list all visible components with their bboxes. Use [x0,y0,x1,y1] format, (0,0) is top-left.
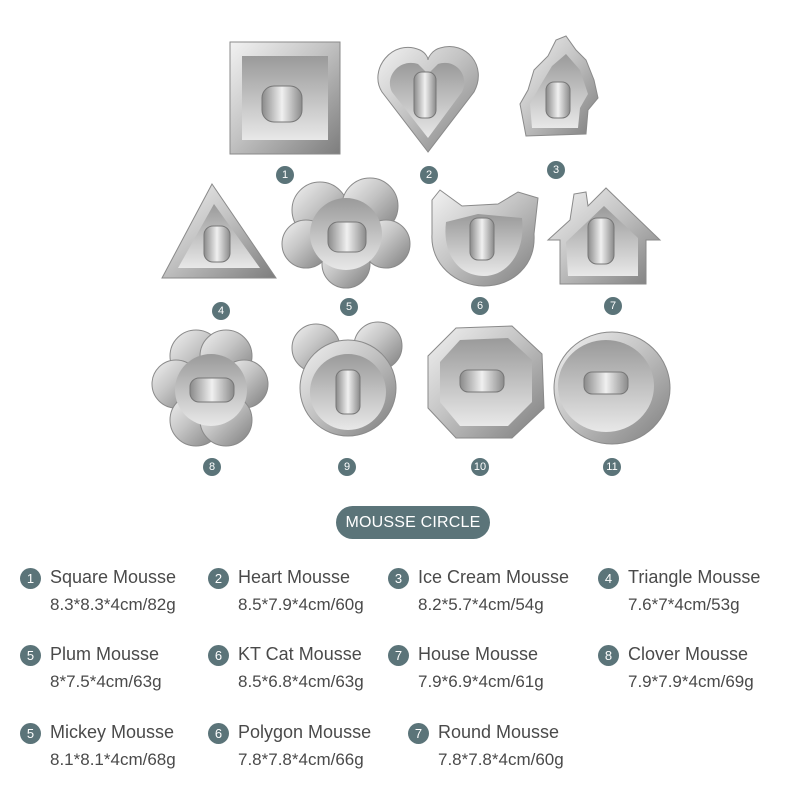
item-number-badge: 3 [388,568,409,589]
item-spec: 8.3*8.3*4cm/82g [50,595,176,614]
item-number-badge: 6 [208,645,229,666]
item-number-badge: 8 [598,645,619,666]
item-spec: 8.5*7.9*4cm/60g [238,595,364,614]
item-number-badge: 7 [408,723,429,744]
item-spec: 8.1*8.1*4cm/68g [50,750,176,769]
item-spec: 7.6*7*4cm/53g [628,595,740,614]
item-number-badge: 4 [598,568,619,589]
photo-number-10: 10 [471,458,489,476]
item-name: Mickey Mousse [50,722,175,742]
item-name: Square Mousse [50,567,177,587]
item-name: House Mousse [418,644,539,664]
item-spec: 7.8*7.8*4cm/60g [438,750,564,769]
kt-cat-mousse-ring [431,189,539,287]
photo-number-8: 8 [203,458,221,476]
photo-number-3: 3 [547,161,565,179]
product-photo [151,35,671,447]
photo-number-5: 5 [340,298,358,316]
house-mousse-ring [546,187,662,285]
photo-number-9: 9 [338,458,356,476]
photo-number-7: 7 [604,297,622,315]
item-name: KT Cat Mousse [238,644,362,664]
item-number-badge: 1 [20,568,41,589]
polygon-mousse-ring [427,325,545,439]
item-spec: 8.2*5.7*4cm/54g [418,595,544,614]
item-name: Clover Mousse [628,644,749,664]
photo-number-2: 2 [420,166,438,184]
item-name: Polygon Mousse [238,722,372,742]
item-number-badge: 6 [208,723,229,744]
ice-cream-mousse-ring [519,35,599,137]
item-number-badge: 5 [20,723,41,744]
item-spec: 8*7.5*4cm/63g [50,672,162,691]
item-spec: 8.5*6.8*4cm/63g [238,672,364,691]
item-name: Ice Cream Mousse [418,567,570,587]
item-name: Plum Mousse [50,644,160,664]
heart-mousse-ring [377,46,479,153]
round-mousse-ring [553,331,671,445]
mickey-mousse-ring [291,321,403,437]
photo-number-4: 4 [212,302,230,320]
photo-number-11: 11 [603,458,621,476]
triangle-mousse-ring [161,183,277,279]
item-spec: 7.8*7.8*4cm/66g [238,750,364,769]
clover-mousse-ring [151,329,269,447]
item-name: Heart Mousse [238,567,351,587]
item-number-badge: 7 [388,645,409,666]
mousse-circle-title: MOUSSE CIRCLE [336,506,490,539]
plum-mousse-ring [281,177,411,289]
photo-number-6: 6 [471,297,489,315]
item-spec: 7.9*6.9*4cm/61g [418,672,544,691]
photo-number-1: 1 [276,166,294,184]
item-number-badge: 2 [208,568,229,589]
item-name: Triangle Mousse [628,567,761,587]
item-number-badge: 5 [20,645,41,666]
item-name: Round Mousse [438,722,560,742]
item-spec: 7.9*7.9*4cm/69g [628,672,754,691]
square-mousse-ring [229,41,341,155]
